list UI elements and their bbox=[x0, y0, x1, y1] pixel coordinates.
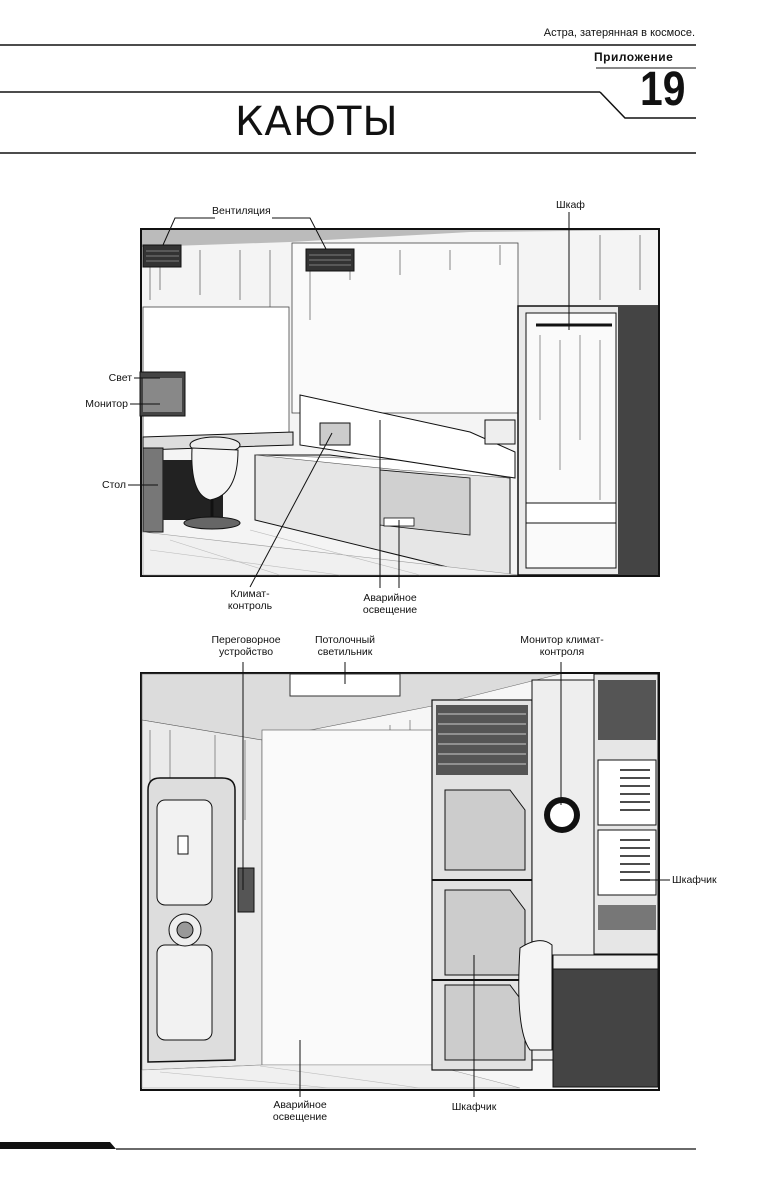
footer-rules bbox=[0, 1142, 696, 1150]
appendix-number: 19 bbox=[640, 63, 686, 116]
cabin-illustration-top bbox=[139, 228, 660, 577]
label-wardrobe: Шкаф bbox=[556, 199, 585, 211]
label-light: Свет bbox=[108, 372, 132, 384]
label-ventilation: Вентиляция bbox=[212, 205, 271, 217]
header-rules bbox=[0, 44, 696, 154]
label-emergency-light-bottom: Аварийное освещение bbox=[272, 1099, 328, 1123]
appendix-label: Приложение bbox=[594, 50, 674, 64]
leader-lines-bottom bbox=[242, 662, 670, 1097]
label-desk: Стол bbox=[101, 479, 126, 491]
label-ceiling-light: Потолочный светильник bbox=[315, 634, 375, 658]
label-intercom: Переговорное устройство bbox=[211, 634, 281, 658]
series-title: Астра, затерянная в космосе. bbox=[543, 27, 695, 39]
label-climate-monitor: Монитор климат- контроля bbox=[520, 634, 604, 658]
label-climate-control: Климат- контроль bbox=[227, 588, 273, 612]
cabin-illustration-bottom bbox=[140, 672, 660, 1091]
label-monitor: Монитор bbox=[85, 398, 128, 410]
label-emergency-light-top: Аварийное освещение bbox=[362, 592, 418, 616]
leader-lines-top bbox=[128, 212, 570, 588]
label-locker-right: Шкафчик bbox=[672, 874, 717, 886]
label-locker-bottom: Шкафчик bbox=[451, 1101, 497, 1113]
page-title: КАЮТЫ bbox=[235, 99, 399, 145]
